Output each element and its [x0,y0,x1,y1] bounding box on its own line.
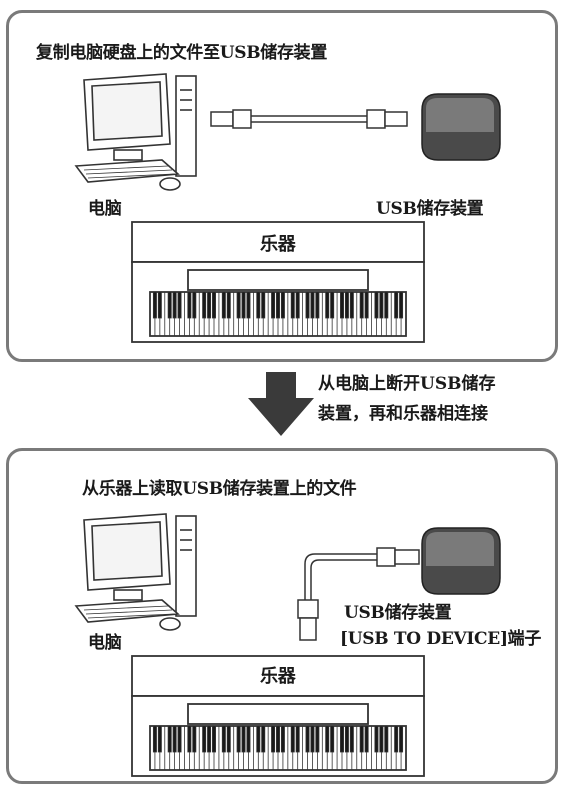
transition-note-line1: 从电脑上断开USB储存 [318,374,496,394]
usb-device-label-bottom: USB储存装置 [344,603,452,623]
usb-cable-bottom [297,547,420,641]
computer-illustration-top [74,73,197,191]
computer-label-bottom: 电脑 [88,633,122,653]
instrument-label-top: 乐器 [260,234,296,255]
usb-port-label: [USB TO DEVICE]端子 [340,629,542,649]
computer-label-top: 电脑 [88,199,122,219]
instrument-illustration-bottom [131,655,425,777]
instrument-label-bottom: 乐器 [260,666,296,687]
transition-note-line2: 装置，再和乐器相连接 [318,404,488,424]
usb-cable-top [210,109,408,129]
computer-illustration-bottom [74,513,197,631]
usb-drive-illustration-bottom [421,527,501,595]
usb-drive-illustration-top [421,93,501,161]
instrument-illustration-top [131,221,425,343]
down-arrow-icon [248,372,314,436]
panel-top-title: 复制电脑硬盘上的文件至USB储存装置 [36,43,328,63]
usb-device-label-top: USB储存装置 [376,199,484,219]
panel-bottom-title: 从乐器上读取USB储存装置上的文件 [82,479,357,499]
